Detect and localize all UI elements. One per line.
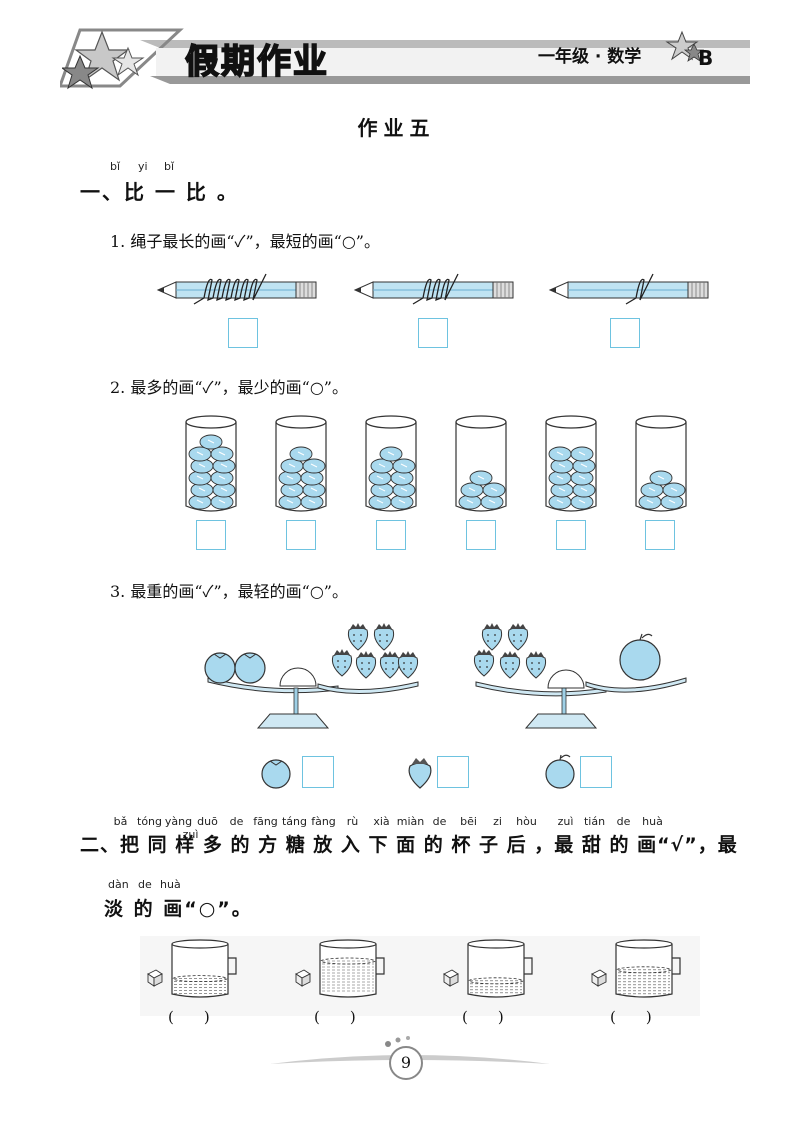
pencil-rope-figures	[156, 273, 709, 305]
pinyin-syllable: tián	[583, 815, 606, 828]
pinyin-syllable: miàn	[396, 815, 425, 828]
question-2: 2. 最多的画“✓”，最少的画“○”。	[110, 378, 348, 397]
star-icon	[665, 30, 704, 62]
pinyin-dan: dàn	[108, 878, 129, 891]
pinyin-syllable: fàng	[311, 815, 336, 828]
header-title: 假期作业	[184, 41, 329, 83]
strawberry-icon	[408, 758, 432, 789]
answer-box-strawberry[interactable]	[437, 756, 469, 788]
strawberry	[525, 651, 547, 679]
balance-scales-figure	[204, 623, 687, 729]
strawberry	[355, 651, 377, 679]
strawberry	[397, 651, 419, 679]
cup-with-sugar	[147, 939, 237, 998]
pinyin-bi-2: bǐ	[164, 160, 175, 173]
pinyin-syllable: bǎ	[113, 815, 128, 828]
pinyin-syllable: zi	[493, 815, 502, 828]
answer-box-rope-1[interactable]	[228, 318, 258, 348]
star-logo-icon	[62, 30, 145, 90]
strawberry	[473, 649, 495, 677]
tomato-icon	[261, 759, 291, 789]
balance-scale-right	[473, 623, 687, 729]
pinyin-syllable: duō	[197, 815, 218, 828]
footer-ornament	[270, 1036, 550, 1080]
strawberry	[379, 651, 401, 679]
strawberry	[499, 651, 521, 679]
answer-box-rope-2[interactable]	[418, 318, 448, 348]
strawberry	[347, 623, 369, 651]
strawberry	[507, 623, 529, 651]
pinyin-syllable: rù	[346, 815, 359, 828]
pinyin-bi-1: bǐ	[110, 160, 121, 173]
cup-with-sugar	[295, 939, 385, 998]
pinyin-syllable: zuì	[557, 815, 574, 828]
pinyin-yi: yi	[138, 160, 148, 173]
candy-jar	[545, 415, 597, 512]
answer-slot-cup-4[interactable]: ( )	[610, 1008, 652, 1026]
answer-box-jar-3[interactable]	[376, 520, 406, 550]
answer-slot-cup-2[interactable]: ( )	[314, 1008, 356, 1026]
candy-jar	[365, 415, 417, 512]
pinyin-syllable: xià	[373, 815, 390, 828]
balance-scale-left	[204, 623, 419, 729]
candy-jar	[455, 415, 507, 512]
section-1-heading: 一、比 一 比 。	[80, 180, 239, 204]
pinyin-syllable: yàng	[164, 815, 193, 828]
section-2-line-1: 二、把 同 样 多 的 方 糖 放 入 下 面 的 杯 子 后 ，最 甜 的 画…	[80, 834, 738, 856]
pinyin-syllable: zuì	[182, 828, 199, 841]
pinyin-syllable: bēi	[460, 815, 477, 828]
pencil-with-rope	[156, 273, 317, 305]
question-1: 1. 绳子最长的画“✓”，最短的画“○”。	[110, 232, 380, 251]
strawberry	[481, 623, 503, 651]
strawberry	[373, 623, 395, 651]
section-2-line-2: 淡 的 画“○”。	[104, 898, 253, 920]
pinyin-hua: huà	[160, 878, 181, 891]
answer-box-jar-4[interactable]	[466, 520, 496, 550]
page-number: 9	[400, 1053, 412, 1072]
candy-jar	[635, 415, 687, 512]
grade-subject: 一年级 · 数学	[538, 47, 642, 67]
pinyin-syllable: hòu	[516, 815, 537, 828]
answer-slot-cup-1[interactable]: ( )	[168, 1008, 210, 1026]
pinyin-syllable: huà	[642, 815, 663, 828]
candy-jar	[275, 415, 327, 512]
answer-box-apple[interactable]	[580, 756, 612, 788]
cups-figure	[140, 936, 700, 1016]
pencil-with-rope	[548, 273, 709, 305]
answer-box-jar-5[interactable]	[556, 520, 586, 550]
answer-box-jar-2[interactable]	[286, 520, 316, 550]
answer-box-jar-6[interactable]	[645, 520, 675, 550]
cup-with-sugar	[443, 939, 533, 998]
answer-box-jar-1[interactable]	[196, 520, 226, 550]
pinyin-syllable: de	[616, 815, 631, 828]
strawberry	[331, 649, 353, 677]
pinyin-syllable: de	[432, 815, 447, 828]
pinyin-syllable: táng	[281, 815, 307, 828]
homework-title: 作业五	[357, 116, 436, 140]
answer-box-rope-3[interactable]	[610, 318, 640, 348]
header-banner	[60, 28, 750, 88]
pinyin-syllable: tóng	[137, 815, 162, 828]
pinyin-syllable: de	[229, 815, 244, 828]
answer-box-tomato[interactable]	[302, 756, 334, 788]
question-3: 3. 最重的画“✓”，最轻的画“○”。	[110, 582, 348, 601]
pinyin-de: de	[138, 878, 152, 891]
answer-slot-cup-3[interactable]: ( )	[462, 1008, 504, 1026]
edition-letter: B	[698, 46, 714, 70]
pencil-with-rope	[353, 273, 514, 305]
candy-jar	[185, 415, 237, 512]
apple-icon	[545, 754, 575, 789]
candy-jars-figure	[185, 415, 687, 512]
pinyin-syllable: fāng	[253, 815, 278, 828]
cup-with-sugar	[591, 939, 681, 998]
